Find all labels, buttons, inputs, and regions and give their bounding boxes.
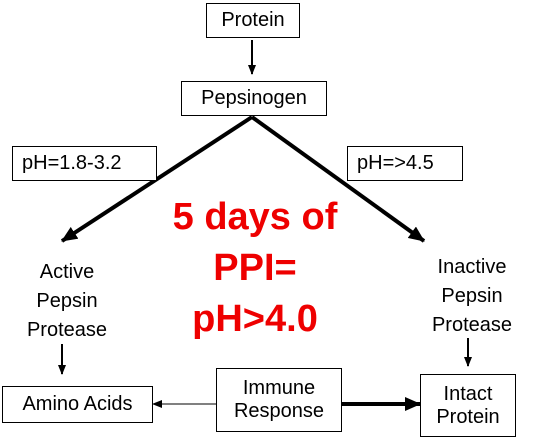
inactive-pepsin-line-1: Inactive: [437, 256, 507, 278]
intact-protein-line-1: Intact: [443, 382, 493, 405]
inactive-pepsin-line-3: Protease: [431, 314, 513, 336]
inactive-pepsin-line-2: Pepsin: [441, 285, 503, 307]
inactive-pepsin-label: Inactive Pepsin Protease: [408, 253, 536, 340]
ppi-callout-line-1: 5 days of: [172, 196, 338, 238]
active-pepsin-line-2: Pepsin: [36, 290, 98, 312]
active-pepsin-label: Active Pepsin Protease: [2, 258, 132, 345]
immune-response-node: Immune Response: [216, 368, 342, 432]
ph-high-label: pH=>4.5: [347, 146, 463, 181]
immune-response-line-1: Immune: [242, 377, 316, 399]
intact-protein-node: Intact Protein: [420, 374, 516, 437]
intact-protein-line-2: Protein: [436, 405, 500, 428]
immune-response-line-2: Response: [233, 400, 325, 422]
pepsinogen-node: Pepsinogen: [181, 81, 327, 116]
ppi-callout-line-2: PPI=: [213, 247, 297, 289]
amino-acids-node: Amino Acids: [2, 386, 153, 423]
ppi-callout: 5 days of PPI= pH>4.0: [150, 192, 360, 345]
arrow-pepsinogen-to-inactive: [250, 115, 426, 243]
protein-node: Protein: [206, 3, 300, 38]
active-pepsin-line-3: Protease: [26, 319, 108, 341]
arrow-pepsinogen-to-active: [60, 115, 254, 243]
active-pepsin-line-1: Active: [39, 261, 95, 283]
ph-low-label: pH=1.8-3.2: [12, 146, 157, 181]
ppi-callout-line-3: pH>4.0: [192, 298, 318, 340]
